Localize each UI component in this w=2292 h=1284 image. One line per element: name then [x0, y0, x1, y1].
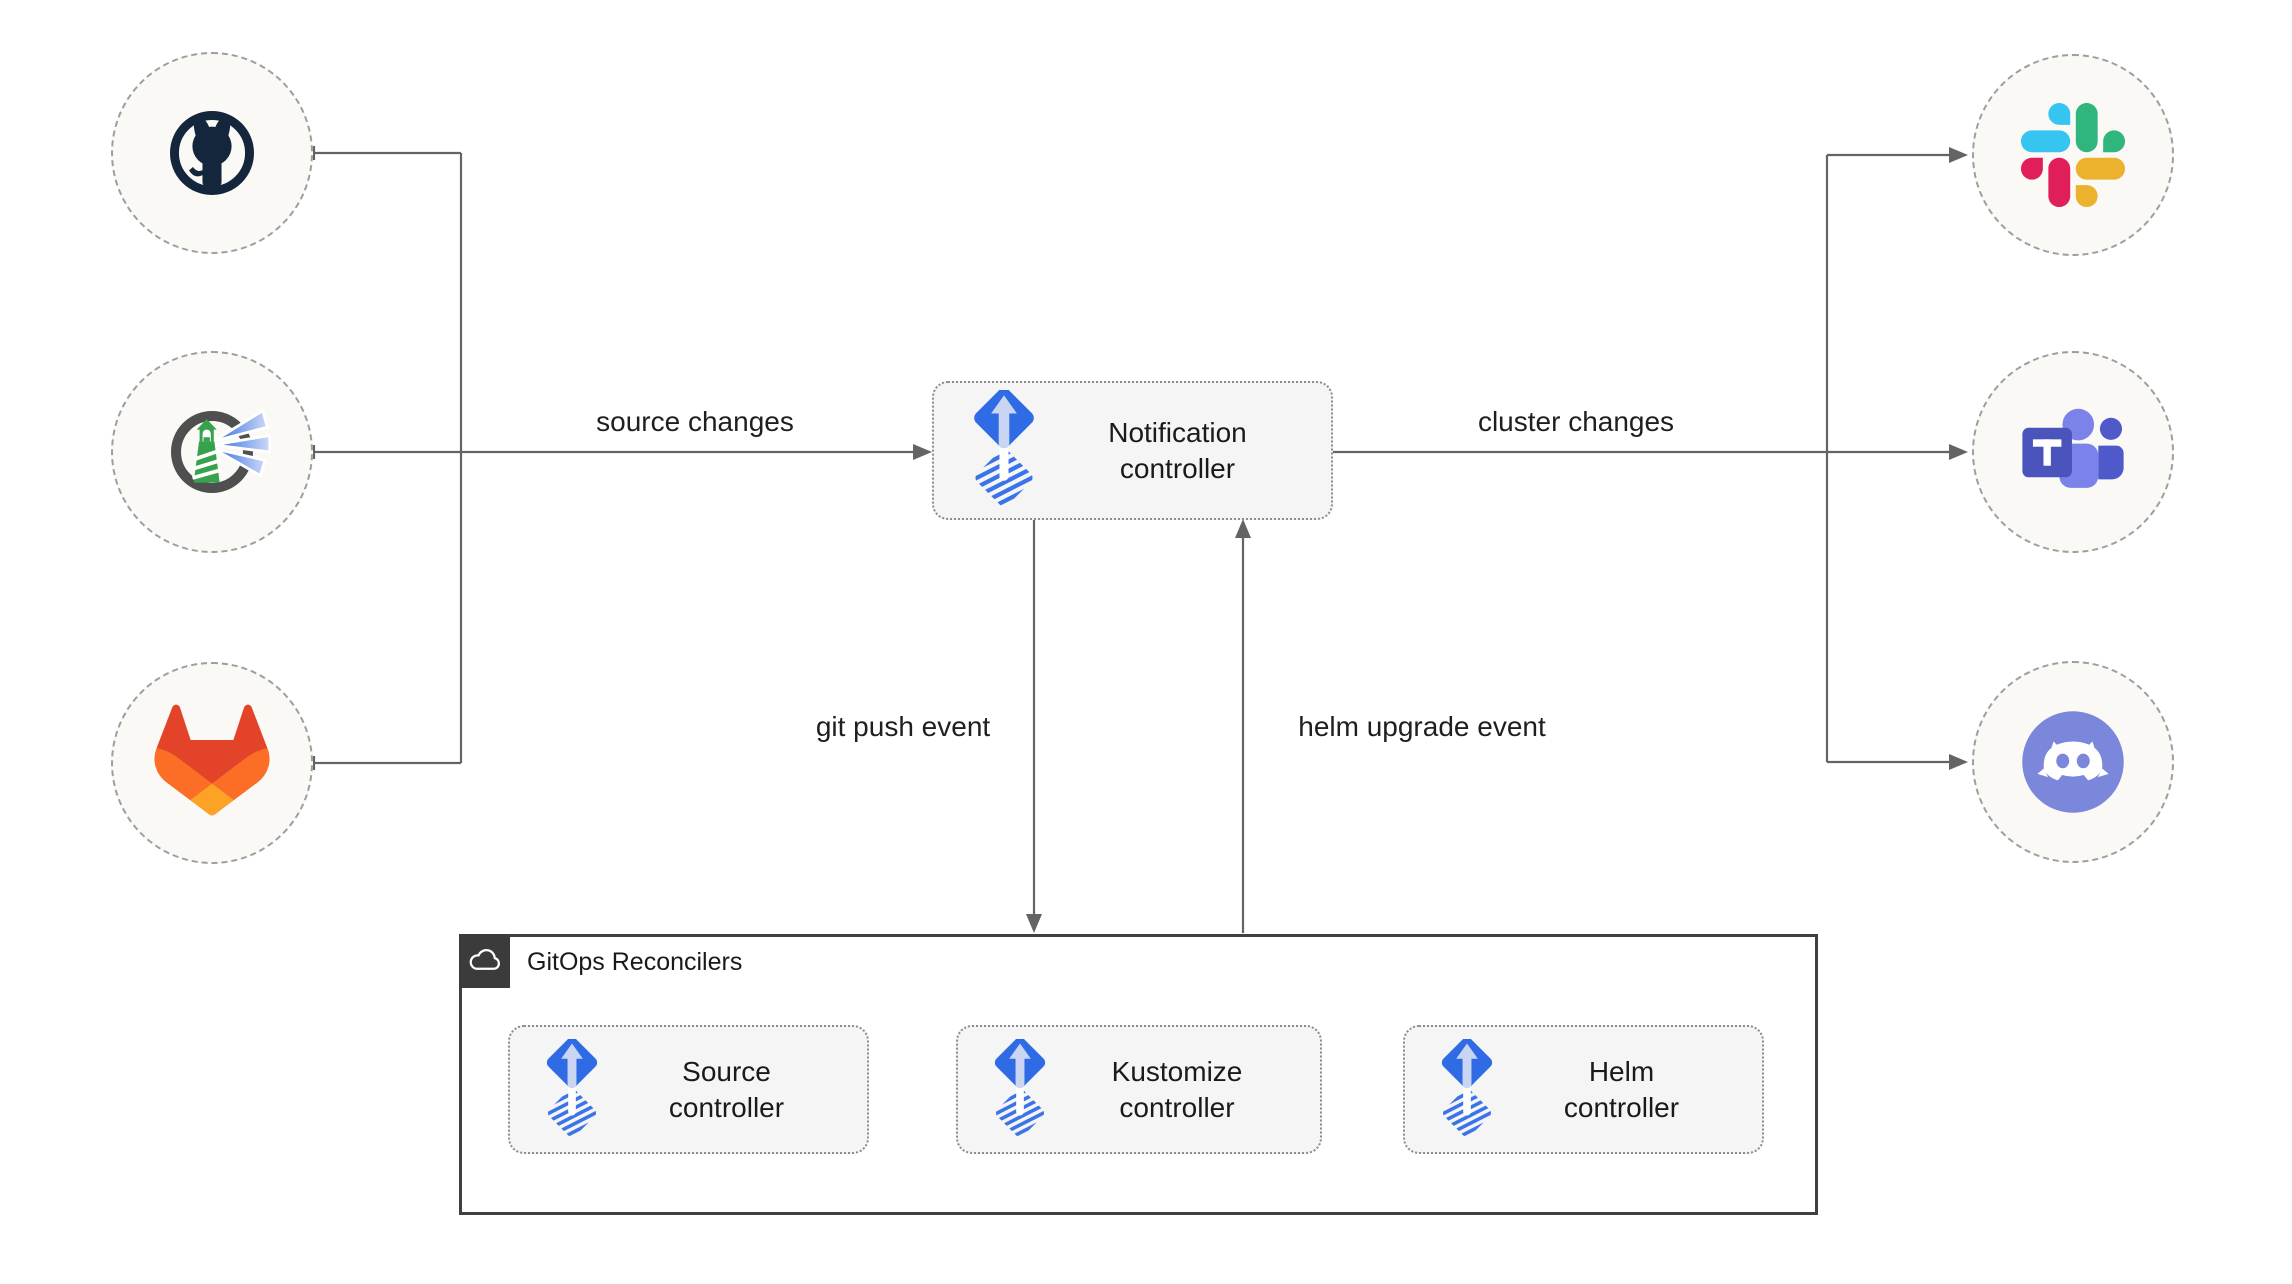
flux-icon: [988, 1039, 1052, 1141]
source-controller-box: Source controller: [508, 1025, 869, 1154]
edge-label-helm-upgrade: helm upgrade event: [1298, 711, 1546, 742]
cloud-icon: [467, 943, 503, 979]
discord-icon: [2019, 708, 2127, 816]
arrowhead-source-changes: [913, 444, 932, 460]
flux-icon: [1435, 1039, 1499, 1141]
flux-icon: [540, 1039, 604, 1141]
helm-controller-box: Helm controller: [1403, 1025, 1764, 1154]
arrowhead-helm-upgrade: [1235, 519, 1251, 538]
node-gitlab: [111, 662, 313, 864]
edge-label-source-changes: source changes: [596, 406, 794, 437]
edge-label-cluster-changes: cluster changes: [1477, 406, 1675, 437]
kustomize-controller-label: Kustomize controller: [1111, 1055, 1243, 1123]
node-teams: [1972, 351, 2174, 553]
arrowhead-discord: [1949, 754, 1968, 770]
node-discord: [1972, 661, 2174, 863]
gitops-reconcilers-title: GitOps Reconcilers: [527, 948, 743, 976]
microsoft-teams-icon: [2015, 399, 2131, 505]
notification-controller-box: Notification controller: [932, 381, 1333, 520]
slack-icon: [2021, 103, 2125, 207]
edge-label-git-push: git push event: [815, 711, 991, 742]
node-github: [111, 52, 313, 254]
helm-controller-label: Helm controller: [1563, 1055, 1680, 1123]
kustomize-controller-box: Kustomize controller: [956, 1025, 1322, 1154]
node-slack: [1972, 54, 2174, 256]
gitlab-icon: [151, 702, 273, 824]
arrowhead-slack: [1949, 147, 1968, 163]
arrowhead-git-push: [1026, 914, 1042, 933]
github-icon: [156, 97, 268, 209]
notification-controller-label: Notification controller: [1108, 416, 1247, 484]
flux-icon: [966, 390, 1042, 511]
arrowhead-teams: [1949, 444, 1968, 460]
harbor-icon: [153, 393, 271, 511]
gitops-reconcilers-badge: [459, 934, 510, 988]
source-controller-label: Source controller: [668, 1055, 785, 1123]
node-harbor: [111, 351, 313, 553]
